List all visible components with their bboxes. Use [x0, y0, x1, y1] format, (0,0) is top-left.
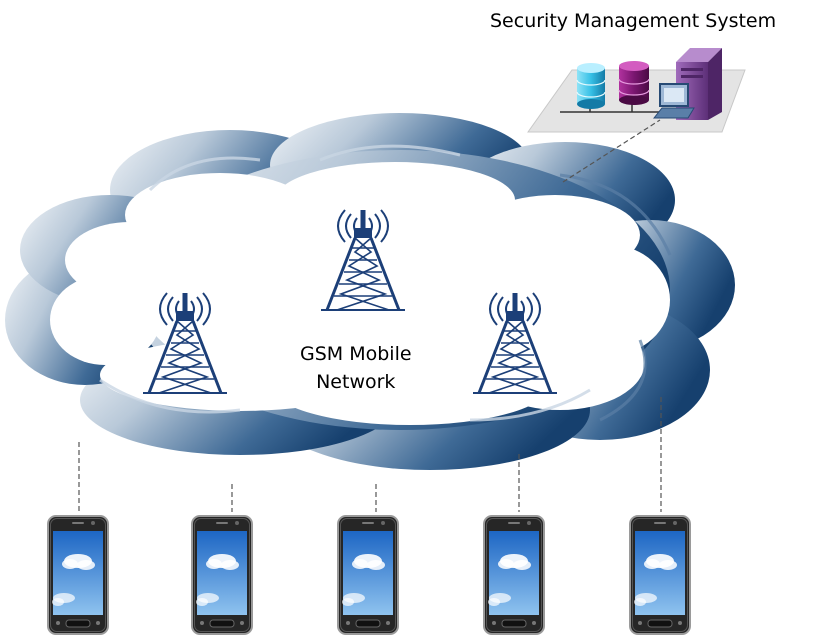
smartphone-icon: [47, 515, 109, 635]
security-management-system-label: Security Management System: [490, 10, 777, 32]
database-icon: [576, 63, 606, 109]
smartphone-icon: [483, 515, 545, 635]
smartphone-icon: [191, 515, 253, 635]
network-label: GSM Mobile Network: [300, 340, 412, 396]
network-cloud: [5, 113, 735, 470]
smartphone-icon: [629, 515, 691, 635]
network-label-line1: GSM Mobile: [300, 343, 412, 365]
computer-icon: [652, 83, 695, 119]
security-management-system: [527, 48, 746, 133]
network-label-line2: Network: [316, 371, 396, 393]
connection-lines: [78, 119, 662, 512]
database-icon: [618, 61, 650, 105]
smartphone-icon: [337, 515, 399, 635]
